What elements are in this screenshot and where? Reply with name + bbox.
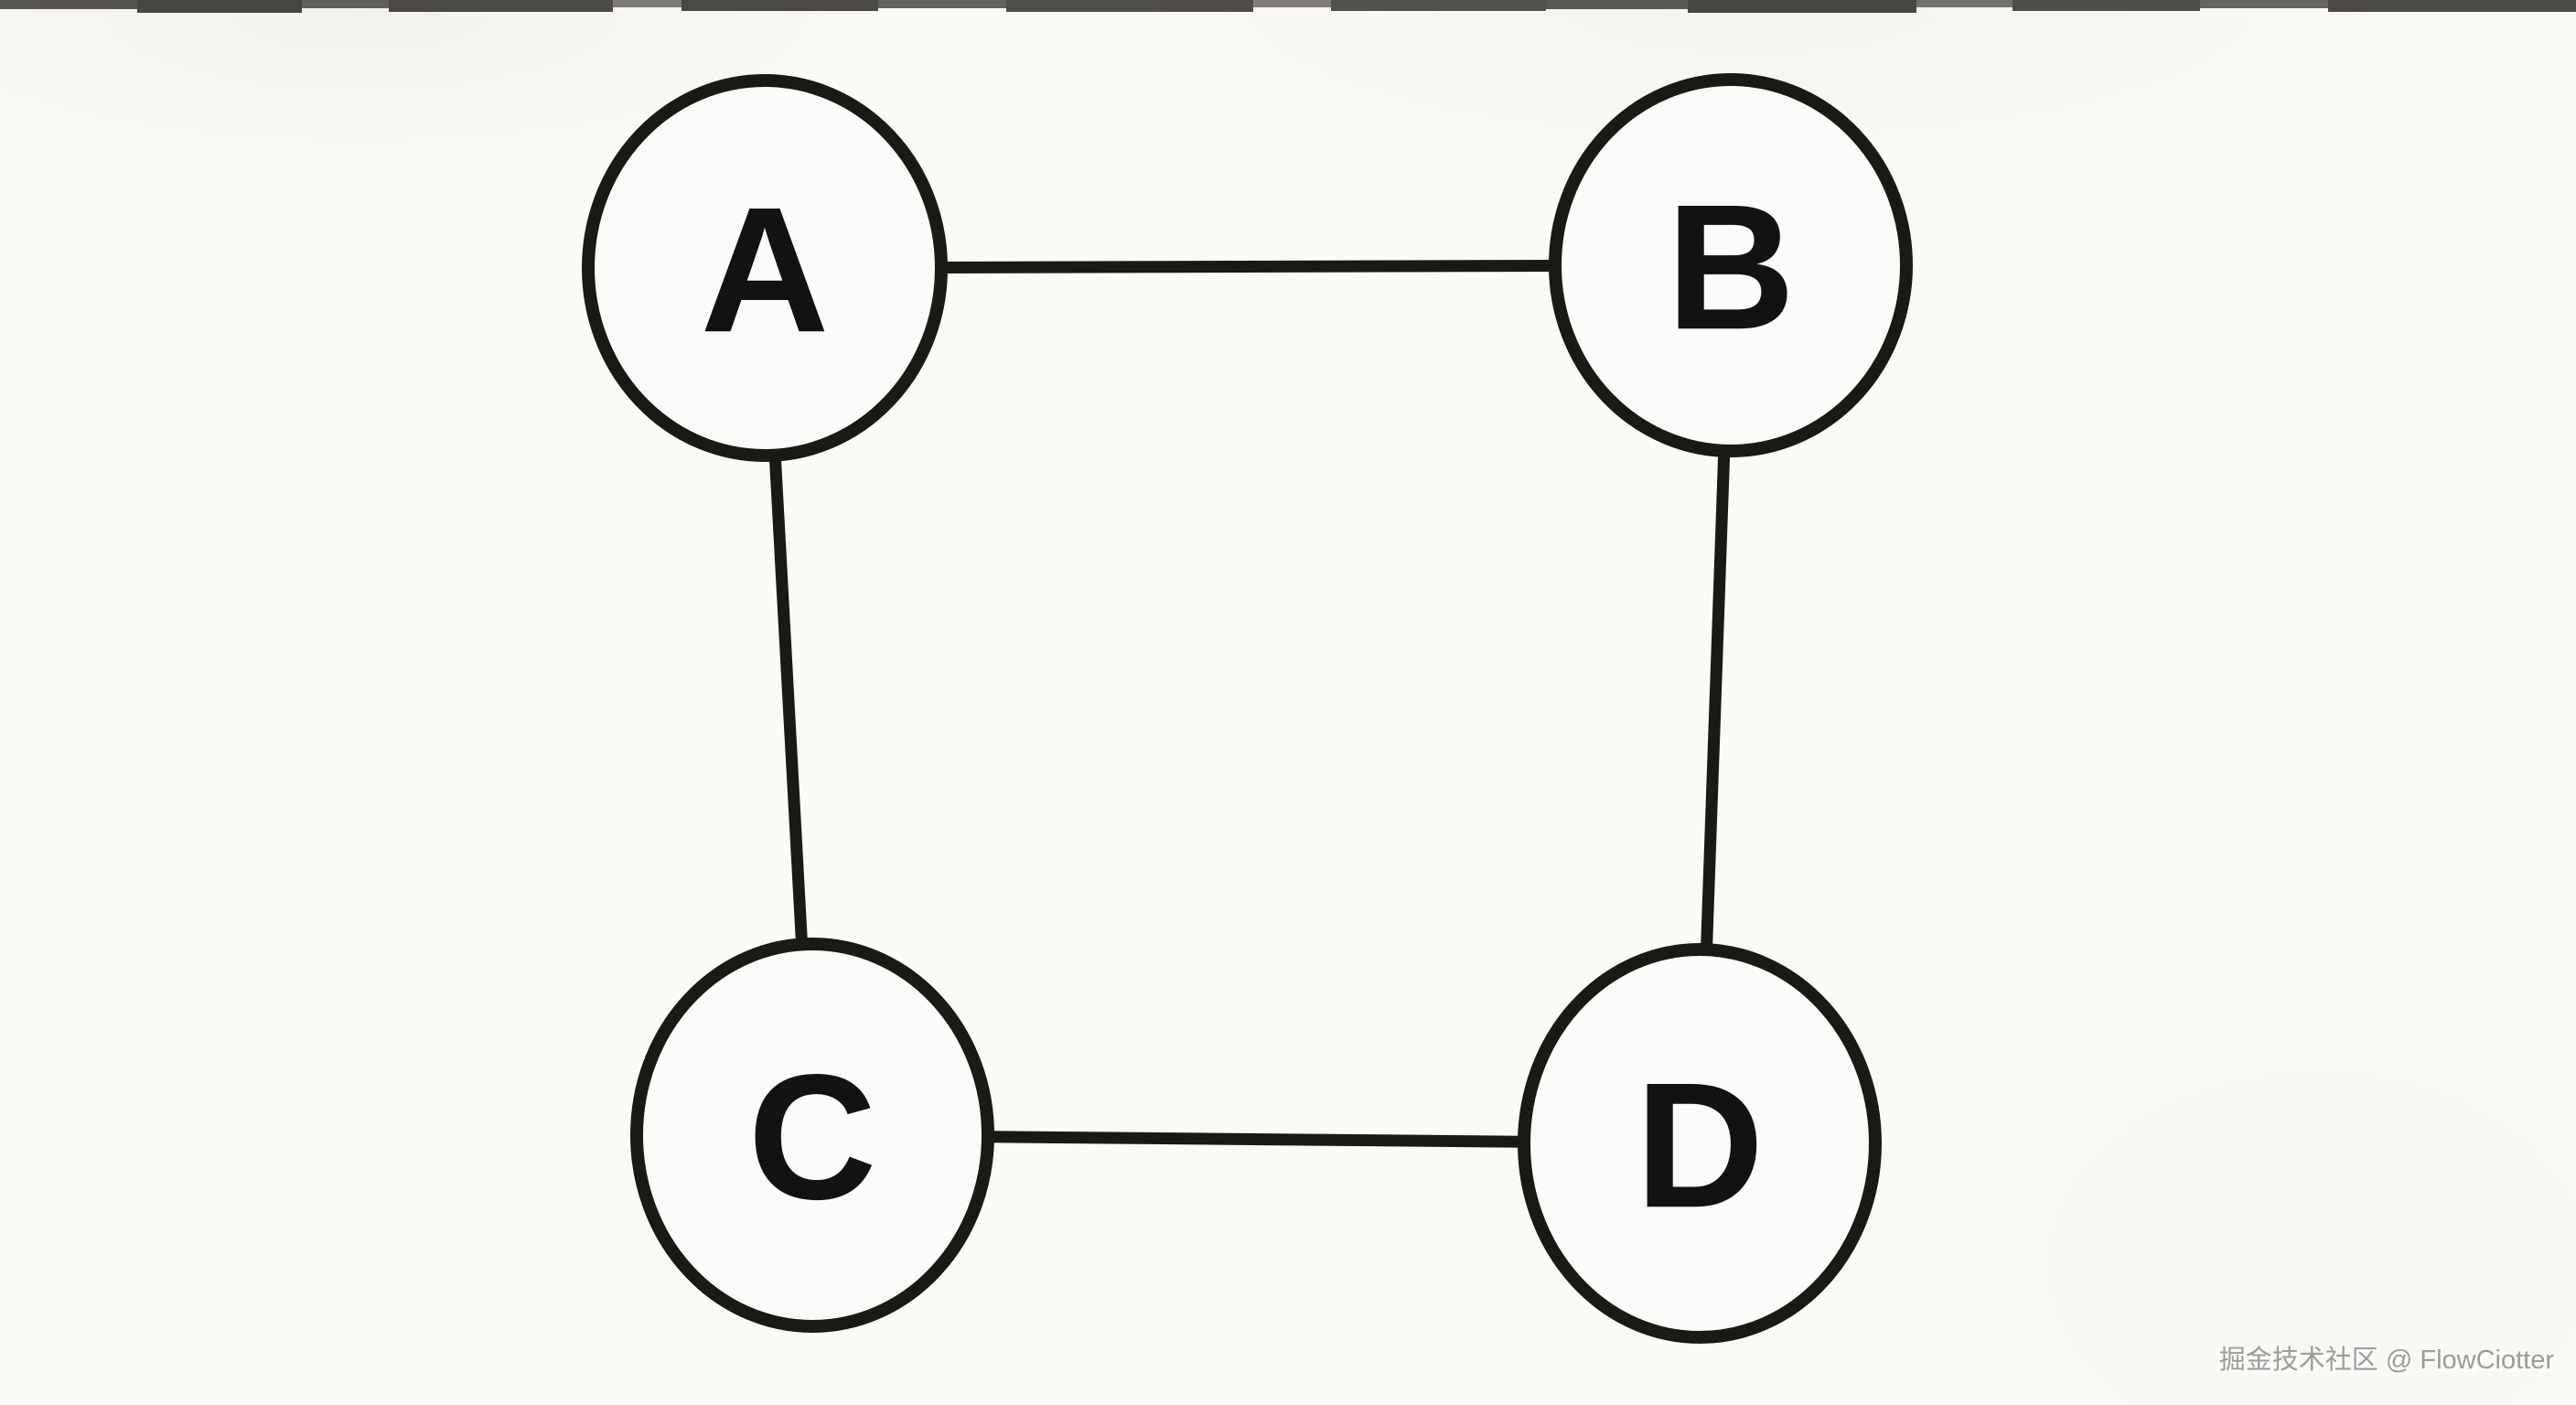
top-edge-artifact-segment [1006,0,1253,12]
top-edge-artifact-segment [1688,0,1916,13]
top-edge-artifact-segment [1546,0,1688,9]
node-label-A: A [701,170,830,370]
top-edge-artifact-segment [1916,0,2012,7]
top-edge-artifact-segment [302,0,389,8]
top-edge-artifact [0,0,2576,13]
top-edge-artifact-segment [1331,0,1546,11]
top-edge-artifact-segment [2328,0,2576,12]
graph-nodes: A B C D [582,73,1913,1344]
node-label-C: C [748,1037,877,1237]
node-circle-B [1549,73,1913,457]
node-circle-C [630,938,994,1333]
node-circle-D [1518,943,1882,1344]
watermark-text: 掘金技术社区 @ FlowCiotter [2219,1345,2555,1375]
top-edge-artifact-segment [2200,0,2328,8]
node-circle-A [582,74,948,462]
edge-A-C [768,455,809,945]
edge-B-D [1701,450,1731,950]
top-edge-artifact-segment [878,0,1006,8]
top-edge-artifact-segment [389,0,613,12]
node-label-B: B [1667,167,1796,367]
top-edge-artifact-segment [682,0,878,11]
top-edge-artifact-segment [137,0,302,13]
watermark-shadow: 掘金技术社区 @ FlowCiotter [2222,1347,2558,1378]
edge-C-D [987,1131,1525,1148]
top-edge-artifact-segment [1253,0,1331,7]
top-edge-artifact-segment [0,0,137,9]
graph-edges [768,260,1731,1148]
top-edge-artifact-segment [613,0,682,7]
top-edge-artifact-segment [2012,0,2200,11]
edge-A-B [940,260,1556,273]
node-label-D: D [1636,1046,1765,1245]
